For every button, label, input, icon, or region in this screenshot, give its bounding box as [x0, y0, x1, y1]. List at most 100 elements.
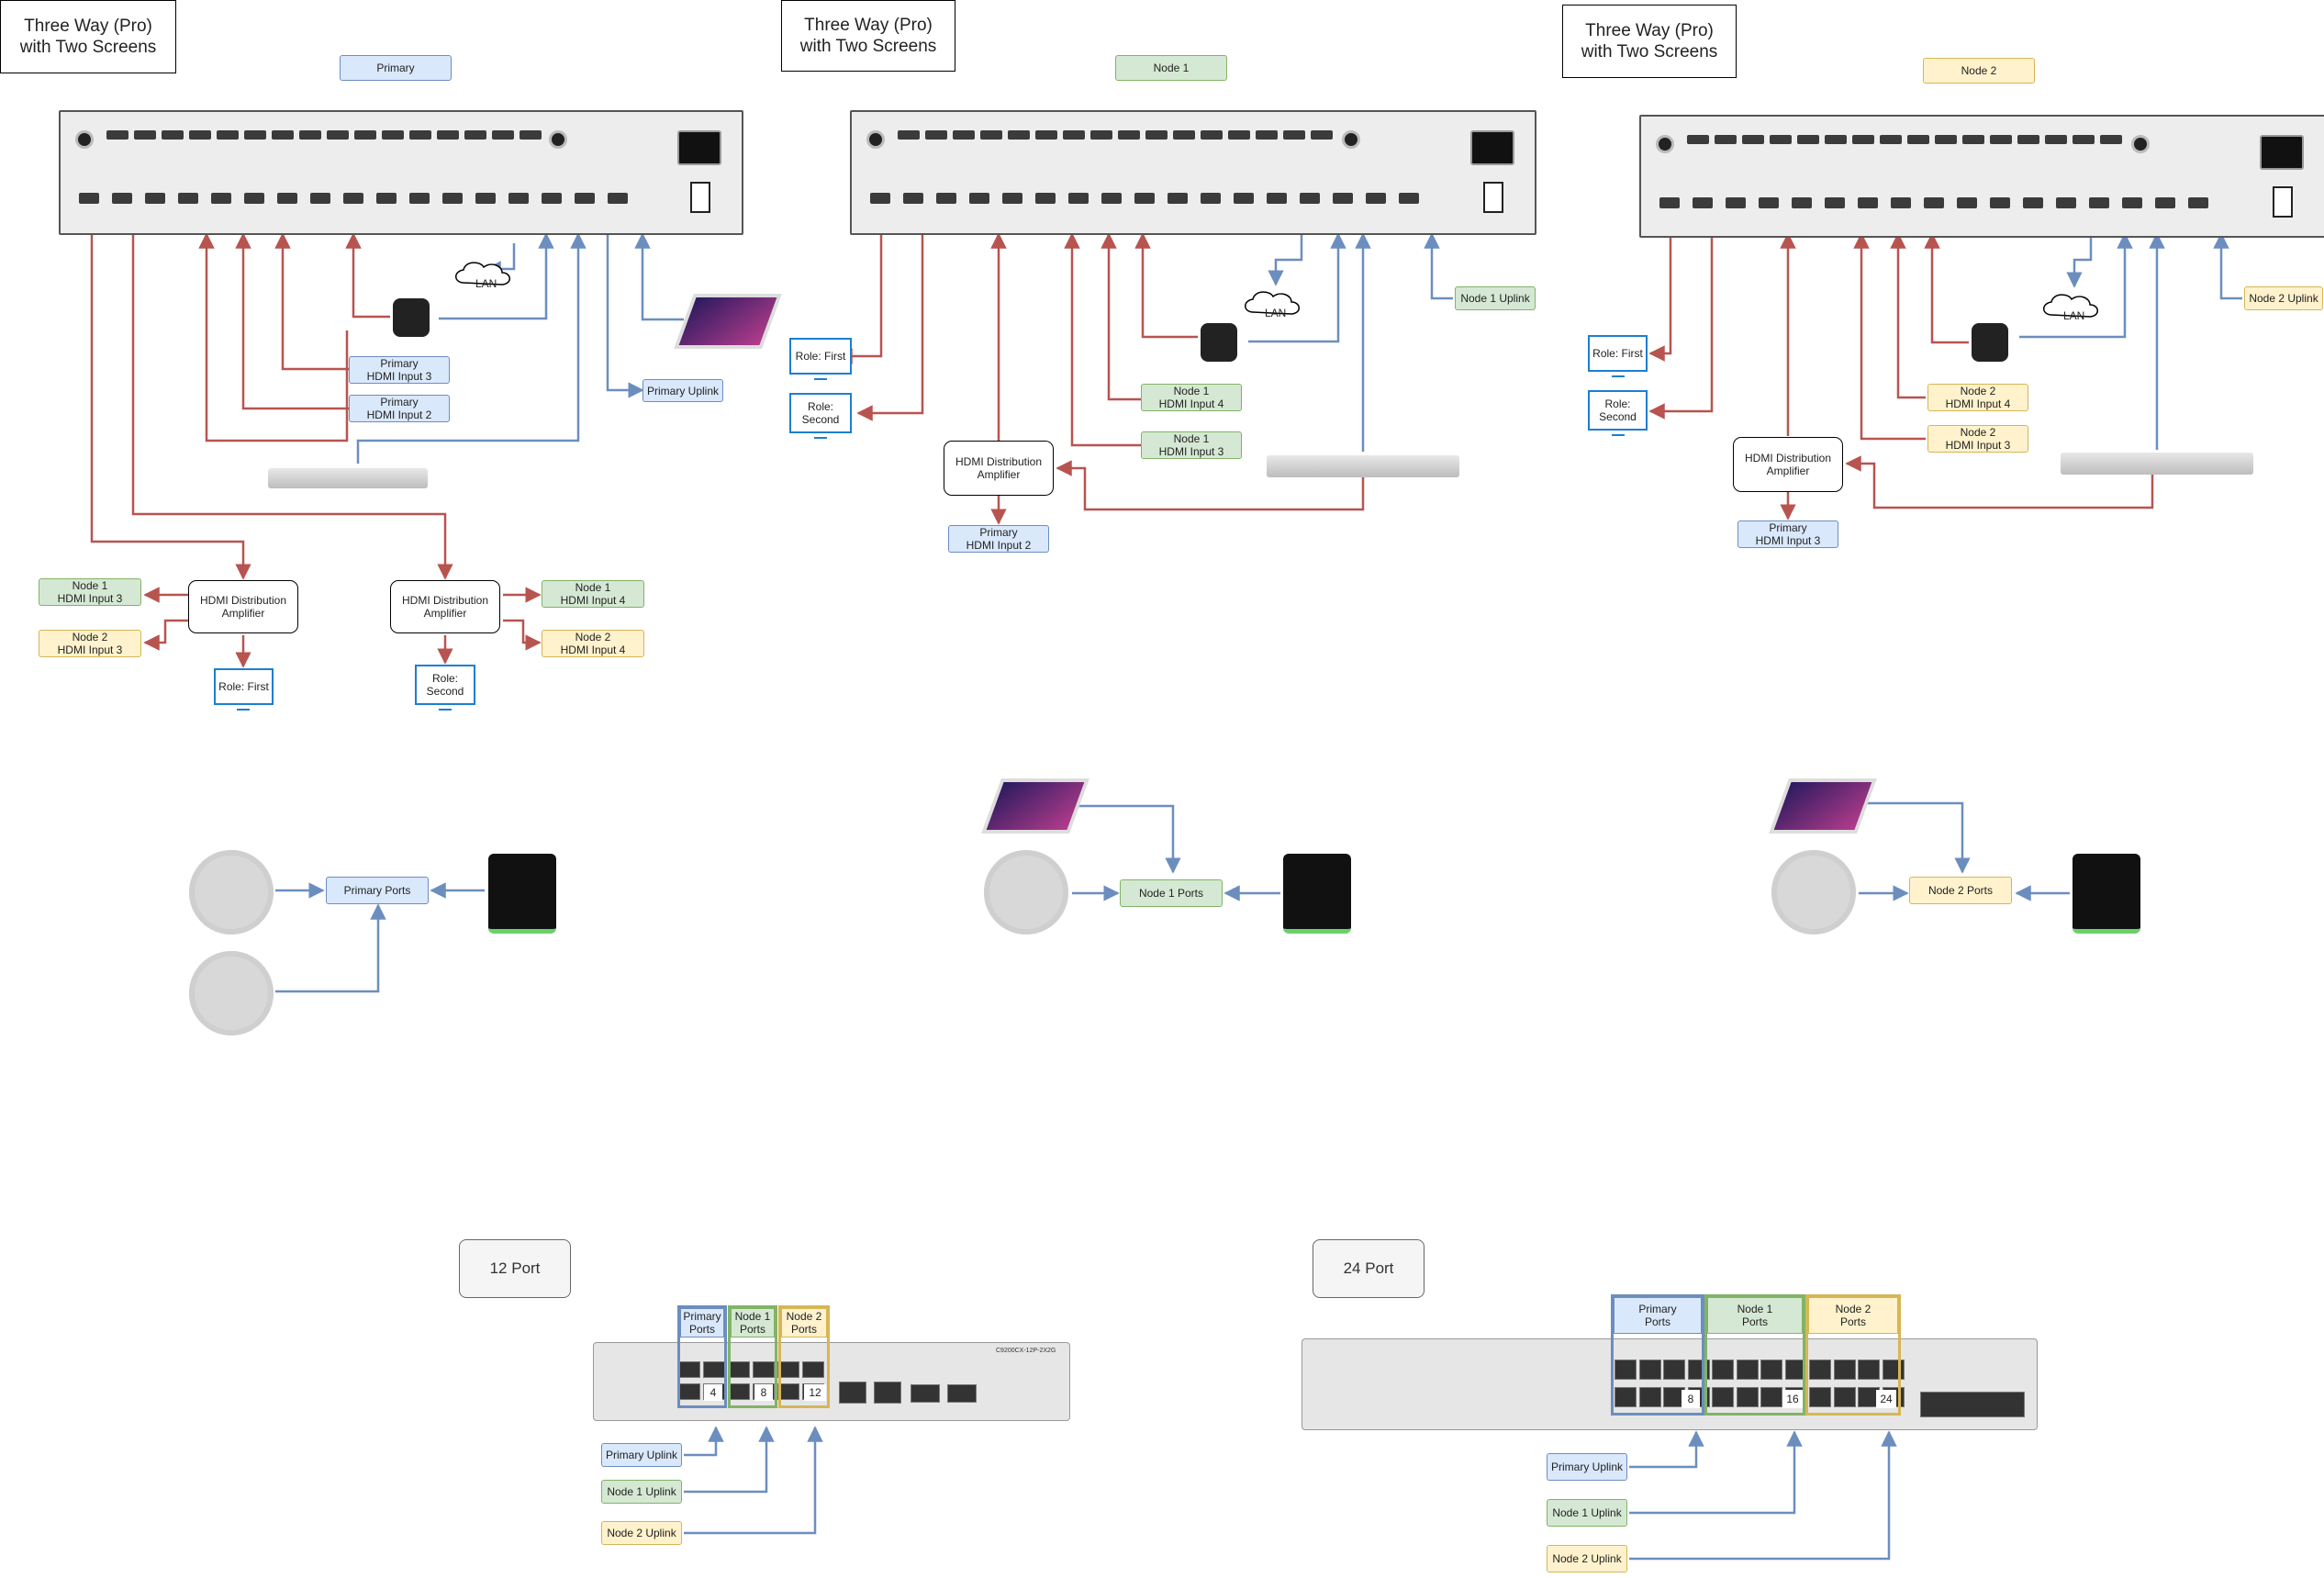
port-group-label: Node 2 Ports — [1808, 1297, 1898, 1334]
camera-icon — [1972, 323, 2008, 362]
camera-bar-icon — [268, 468, 428, 488]
camera-icon — [393, 298, 430, 337]
wire — [1863, 801, 1971, 874]
terminal-block — [925, 130, 947, 140]
wire — [1629, 1430, 1704, 1469]
io-port — [903, 193, 923, 204]
section-title: Three Way (Pro) with Two Screens — [1562, 5, 1737, 78]
sfp-port — [947, 1384, 977, 1403]
label-node2-uplink: Node 2 Uplink — [2244, 286, 2323, 310]
room-navigator-icon — [2073, 854, 2140, 934]
wire — [275, 903, 386, 993]
switch-port — [1833, 1360, 1856, 1380]
header-node1: Node 1 — [1115, 55, 1227, 81]
hdmi-distribution-amplifier: HDMI Distribution Amplifier — [1733, 437, 1843, 492]
port-group-node1 — [728, 1305, 777, 1408]
port-group-label: Primary Ports — [680, 1308, 724, 1337]
wire — [1248, 232, 1346, 343]
section-title: Three Way (Pro) with Two Screens — [0, 0, 176, 73]
switch-24-port-title: 24 Port — [1313, 1239, 1425, 1298]
wire — [1629, 1430, 1897, 1561]
io-port — [145, 193, 165, 204]
terminal-block — [1173, 130, 1195, 140]
io-port — [542, 193, 562, 204]
lan-label: LAN — [1265, 307, 1287, 319]
wire — [198, 232, 349, 442]
io-port — [2023, 197, 2043, 208]
wire — [1268, 234, 1303, 286]
label-node1-uplink: Node 1 Uplink — [1455, 286, 1536, 310]
terminal-block — [409, 130, 431, 140]
sfp-port — [1920, 1392, 2025, 1417]
io-port — [244, 193, 264, 204]
wire — [503, 619, 542, 651]
terminal-block — [217, 130, 239, 140]
io-port — [409, 193, 430, 204]
wire — [1924, 232, 1969, 344]
mic-input-port — [2131, 135, 2150, 153]
label-node2-hdmi-input-3: Node 2 HDMI Input 3 — [1927, 425, 2028, 453]
mic-input-port — [866, 130, 885, 149]
display-role-first: Role: First — [1588, 335, 1648, 372]
port-number: 24 — [1876, 1390, 1896, 1408]
terminal-block — [1118, 130, 1140, 140]
switch-port — [1760, 1387, 1782, 1407]
io-port — [1035, 193, 1056, 204]
label-primary-ports: Primary Ports — [326, 877, 429, 904]
port-number: 4 — [704, 1384, 722, 1401]
port-group-label: Node 1 Ports — [731, 1308, 775, 1337]
switch-port — [1615, 1387, 1637, 1407]
terminal-block — [953, 130, 975, 140]
terminal-block — [1907, 135, 1929, 144]
codec-pro-panel — [59, 110, 743, 235]
display-role-second: Role: Second — [415, 665, 475, 705]
terminal-block — [354, 130, 376, 140]
io-port — [1990, 197, 2010, 208]
terminal-block — [520, 130, 542, 140]
label-node1-uplink: Node 1 Uplink — [601, 1480, 682, 1504]
sfp-port — [839, 1382, 866, 1404]
display-role-first: Role: First — [214, 668, 274, 705]
switch-port — [1736, 1387, 1759, 1407]
io-port — [2056, 197, 2076, 208]
port-group-primary — [1611, 1294, 1704, 1416]
io-port — [1300, 193, 1320, 204]
io-port — [343, 193, 363, 204]
wire — [1134, 232, 1198, 339]
wire — [439, 232, 554, 320]
io-port — [1858, 197, 1878, 208]
wire — [836, 234, 883, 364]
terminal-block — [244, 130, 266, 140]
terminal-block — [1063, 130, 1085, 140]
label-node2-hdmi-input-4: Node 2 HDMI Input 4 — [542, 630, 644, 657]
port-group-node2 — [778, 1305, 830, 1408]
io-port — [969, 193, 989, 204]
switch-12-port — [593, 1342, 1070, 1421]
terminal-block — [272, 130, 294, 140]
room-navigator-icon — [1283, 854, 1351, 934]
io-port — [2122, 197, 2142, 208]
terminal-block — [327, 130, 349, 140]
io-port — [1693, 197, 1713, 208]
terminal-block — [1311, 130, 1333, 140]
display-stand — [1612, 434, 1625, 442]
switch-port — [1638, 1387, 1661, 1407]
section-title: Three Way (Pro) with Two Screens — [781, 0, 955, 72]
io-port — [1659, 197, 1680, 208]
terminal-block — [1797, 135, 1819, 144]
io-port — [1825, 197, 1845, 208]
io-port — [1002, 193, 1022, 204]
wire — [1853, 232, 1926, 441]
power-socket-icon — [2260, 135, 2304, 170]
label-node1-hdmi-input-4: Node 1 HDMI Input 4 — [542, 580, 644, 608]
io-port — [178, 193, 198, 204]
terminal-block — [1990, 135, 2012, 144]
port-group-node1 — [1704, 1294, 1805, 1416]
label-primary-uplink: Primary Uplink — [601, 1443, 682, 1467]
terminal-block — [1742, 135, 1764, 144]
hdmi-distribution-amplifier: HDMI Distribution Amplifier — [188, 580, 298, 633]
wire — [856, 234, 924, 421]
display-role-first: Role: First — [789, 338, 852, 375]
label-node2-uplink: Node 2 Uplink — [1547, 1545, 1627, 1572]
